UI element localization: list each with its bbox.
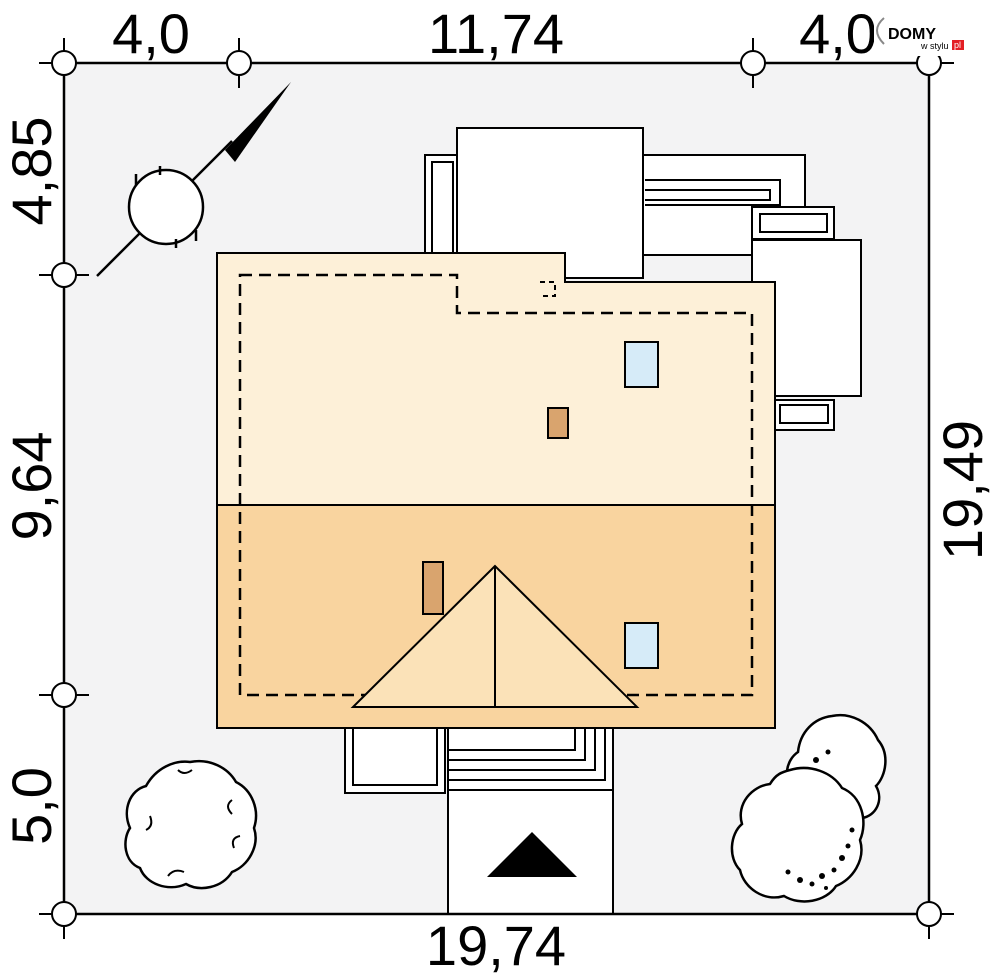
chimney bbox=[547, 407, 569, 439]
skylight bbox=[624, 341, 659, 388]
dim-top-left: 4,0 bbox=[112, 2, 190, 65]
driveway-arrow-icon bbox=[487, 832, 577, 877]
dim-left-top: 4,85 bbox=[0, 117, 63, 226]
tree-icon bbox=[730, 713, 887, 903]
plot-boundary bbox=[62, 61, 931, 916]
stair-marker bbox=[540, 281, 556, 297]
brand-logo: DOMY w stylu pl bbox=[874, 14, 972, 56]
dim-left-bottom: 5,0 bbox=[0, 767, 63, 845]
logo-sub-text: w stylu bbox=[920, 41, 949, 51]
north-arrow-icon bbox=[96, 82, 291, 277]
dim-top-middle: 11,74 bbox=[428, 2, 564, 65]
roof-back-slope bbox=[216, 252, 776, 506]
dim-top-right: 4,0 bbox=[799, 2, 877, 65]
logo-arc-icon bbox=[876, 17, 885, 45]
logo-suffix-text: pl bbox=[954, 40, 961, 50]
dimension-markers bbox=[39, 38, 954, 939]
skylight bbox=[624, 622, 659, 669]
logo-accent-box bbox=[952, 40, 964, 50]
dim-left-middle: 9,64 bbox=[0, 432, 63, 541]
logo-main-text: DOMY bbox=[888, 26, 936, 43]
dim-right: 19,49 bbox=[931, 420, 994, 560]
tree-icon bbox=[124, 759, 258, 890]
dim-bottom: 19,74 bbox=[426, 914, 566, 975]
wall-outline bbox=[238, 273, 754, 697]
chimney bbox=[422, 561, 444, 615]
